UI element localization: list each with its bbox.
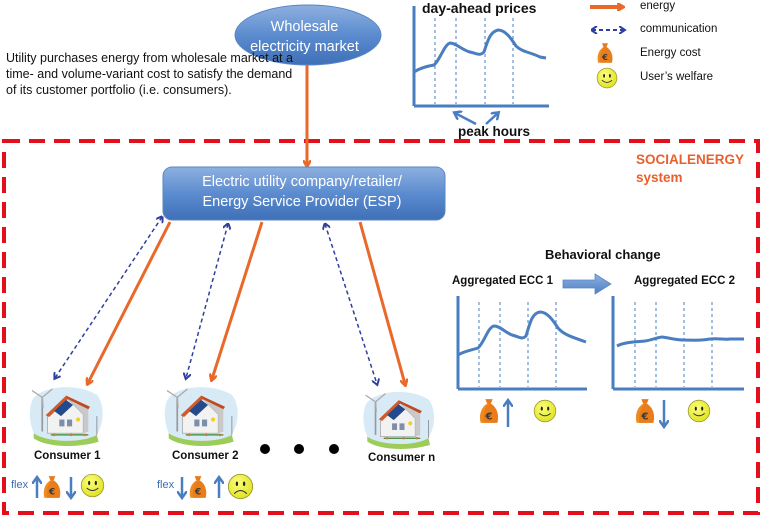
energy-link-consumer-1 — [88, 221, 172, 383]
consumer-n-house-icon — [362, 391, 435, 449]
system-title-line-2: system — [636, 170, 683, 185]
energy-link-consumer-n — [358, 221, 405, 384]
consumer-1-welfare-happy-icon — [80, 473, 105, 498]
esp-label: Electric utility company/retailer/ Energ… — [162, 172, 442, 212]
legend — [590, 7, 624, 89]
ecc-2-chart — [611, 296, 744, 391]
consumer-n-label: Consumer n — [368, 452, 436, 464]
ecc-2-label: Aggregated ECC 2 — [634, 275, 735, 287]
legend-energy-label: energy — [640, 0, 676, 12]
behavioral-change-arrow — [562, 273, 612, 295]
esp-line-1: Electric utility company/retailer/ — [202, 174, 402, 190]
ecc-1-label: Aggregated ECC 1 — [452, 275, 553, 287]
communication-link-consumer-n — [325, 224, 377, 384]
ecc-2-cost-icon — [635, 399, 655, 423]
ellipsis-dot — [294, 444, 304, 454]
consumer-1-label: Consumer 1 — [34, 450, 101, 462]
peak-hours-label: peak hours — [458, 124, 531, 139]
welfare-smiley-icon — [596, 67, 618, 89]
consumer-2-welfare-sad-icon — [227, 473, 254, 500]
ecc-1-chart — [456, 296, 587, 391]
energy-cost-icon — [597, 43, 613, 63]
system-title-line-1: SOCIALENERGY — [636, 152, 745, 167]
ecc-1-curve — [457, 310, 587, 357]
legend-energy-cost-label: Energy cost — [640, 47, 701, 59]
legend-welfare-label: User’s welfare — [640, 71, 714, 83]
esp-line-2: Energy Service Provider (ESP) — [202, 194, 402, 210]
energy-link-consumer-2 — [212, 221, 264, 379]
wholesale-market-line-2: electricity market — [250, 39, 359, 55]
communication-link-consumer-1 — [55, 217, 162, 378]
description-text: Utility purchases energy from wholesale … — [6, 51, 293, 97]
consumer-2-cost-icon — [189, 476, 207, 498]
peak-arrow-left — [455, 113, 477, 126]
wholesale-market-line-1: Wholesale — [270, 19, 339, 35]
consumer-2-house-icon — [163, 386, 239, 446]
ecc-2-welfare-happy-icon — [687, 399, 711, 423]
behavioral-change-title: Behavioral change — [545, 247, 661, 262]
day-ahead-price-chart — [412, 6, 549, 126]
ecc-2-curve — [616, 335, 744, 348]
communication-link-consumer-2 — [186, 224, 228, 378]
consumer-1-cost-icon — [43, 476, 61, 498]
peak-arrow-right — [485, 113, 498, 125]
legend-communication-label: communication — [640, 23, 718, 35]
ecc-1-cost-icon — [479, 399, 499, 423]
system-title: SOCIALENERGY system — [636, 151, 744, 187]
wholesale-market-label: Wholesale electricity market — [232, 17, 377, 57]
ecc-1-welfare-happy-icon — [533, 399, 557, 423]
ellipsis-dot — [260, 444, 270, 454]
system-boundary — [2, 139, 760, 515]
consumer-1-house-icon — [28, 386, 104, 446]
ellipsis-dot — [329, 444, 339, 454]
consumer-2-flex-label: flex — [157, 479, 175, 491]
esp-node — [162, 166, 446, 221]
consumer-1-flex-label: flex — [11, 479, 29, 491]
consumer-2-label: Consumer 2 — [172, 450, 239, 462]
price-curve — [413, 28, 547, 74]
price-chart-title: day-ahead prices — [422, 0, 537, 16]
